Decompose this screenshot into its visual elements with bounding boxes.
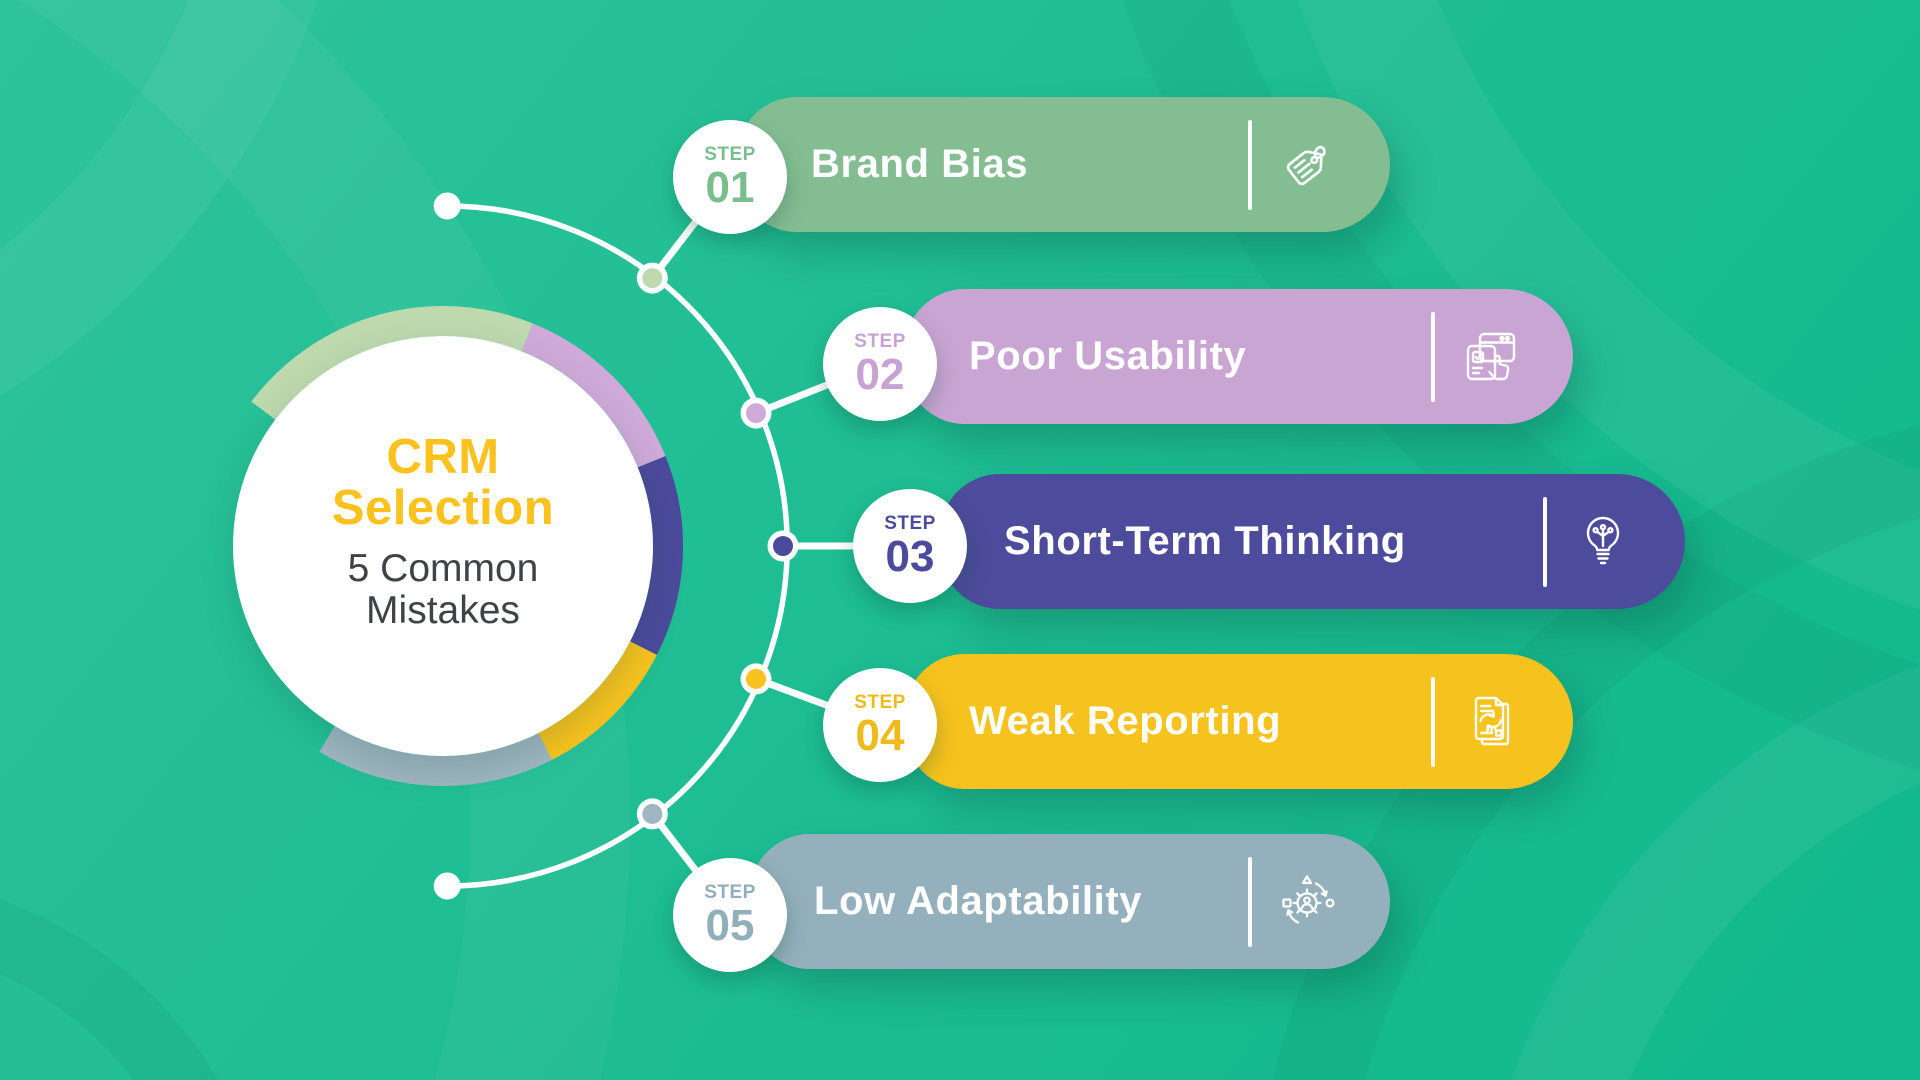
step-1-badge: STEP 01	[673, 120, 787, 234]
center-subtitle-line2: Mistakes	[366, 588, 520, 632]
ring-segment-5	[319, 725, 553, 787]
node-1	[642, 268, 663, 289]
step-word: STEP	[854, 330, 906, 352]
price-tag-icon	[1286, 145, 1326, 185]
step-3-title: Short-Term Thinking	[1004, 519, 1406, 563]
center-ring	[251, 306, 684, 787]
usability-click-icon	[1466, 332, 1516, 380]
step-2-bar: Poor Usability	[905, 289, 1573, 424]
step-5-title: Low Adaptability	[814, 879, 1143, 923]
step-4-badge: STEP 04	[823, 668, 937, 782]
node-4	[746, 668, 766, 689]
divider-line	[1248, 856, 1252, 947]
step-5-badge: STEP 05	[673, 858, 787, 972]
step-3-badge: STEP 03	[853, 489, 967, 603]
report-doc-icon	[1474, 696, 1510, 745]
step-2-title: Poor Usability	[969, 334, 1247, 378]
step-word: STEP	[704, 881, 756, 903]
arc-end-dot-bottom	[433, 872, 461, 900]
node-2	[746, 403, 766, 424]
step-number: 02	[855, 349, 905, 399]
step-number: 01	[705, 162, 755, 212]
node-5	[642, 803, 663, 824]
ring-segment-2	[521, 323, 666, 468]
divider-line	[1431, 676, 1435, 767]
center-subtitle-line1: 5 Common	[347, 546, 539, 590]
center-title: CRM Selection	[331, 429, 555, 535]
arc-end-dot-top	[433, 192, 461, 220]
step-number: 04	[855, 710, 905, 760]
center-title-line1: CRM	[386, 429, 500, 484]
step-1-bar: Brand Bias	[737, 97, 1390, 232]
idea-bulb-icon	[1586, 516, 1620, 564]
step-3-bar: Short-Term Thinking	[940, 474, 1685, 609]
step-word: STEP	[704, 143, 756, 165]
step-4-title: Weak Reporting	[969, 699, 1282, 743]
adaptability-gear-icon	[1282, 874, 1335, 924]
step-number: 03	[885, 531, 935, 581]
timeline-nodes	[636, 262, 799, 830]
step-word: STEP	[854, 691, 906, 713]
node-3	[773, 536, 793, 556]
divider-line	[1431, 311, 1435, 402]
divider-line	[1543, 496, 1547, 587]
step-4-bar: Weak Reporting	[905, 654, 1573, 789]
ring-segment-1	[251, 306, 533, 420]
step-1-title: Brand Bias	[811, 142, 1029, 186]
step-number: 05	[705, 900, 755, 950]
ring-segment-4	[538, 641, 657, 760]
center-title-line2: Selection	[331, 480, 555, 535]
step-word: STEP	[884, 512, 936, 534]
step-5-bar: Low Adaptability	[750, 834, 1390, 969]
ring-segment-3	[630, 456, 684, 656]
divider-line	[1248, 119, 1252, 210]
center-circle: CRM Selection 5 Common Mistakes	[233, 336, 653, 756]
center-subtitle: 5 Common Mistakes	[347, 546, 539, 632]
step-2-badge: STEP 02	[823, 307, 937, 421]
